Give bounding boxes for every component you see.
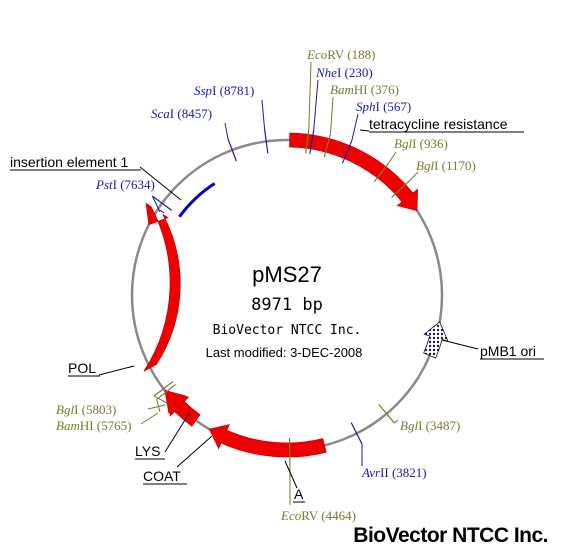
coat-leader bbox=[176, 435, 213, 468]
a-label: A bbox=[294, 486, 304, 502]
site-sphi-567: SphI (567) bbox=[356, 99, 411, 114]
pol-arrow bbox=[143, 202, 181, 372]
site-bgli-936: BglI (936) bbox=[394, 136, 448, 151]
tick-ecorv-188 bbox=[305, 129, 310, 154]
tetracycline-arrow bbox=[289, 132, 419, 212]
pol-label: POL bbox=[68, 360, 96, 376]
company-watermark: BioVector NTCC Inc. bbox=[353, 524, 548, 547]
site-psti-7634: PstI (7634) bbox=[95, 177, 155, 192]
tetracycline-label: tetracycline resistance bbox=[369, 116, 508, 132]
tick-nhei-230 bbox=[309, 130, 315, 154]
tick-bgli-5803 bbox=[153, 380, 174, 397]
tick-scai-8457 bbox=[227, 138, 238, 162]
tick-sphi-567-leader bbox=[351, 113, 359, 142]
tick-nhei-230-leader bbox=[313, 79, 319, 131]
site-sspi-8781: SspI (8781) bbox=[194, 83, 254, 98]
tick-bamhi-376-leader bbox=[330, 96, 334, 134]
site-bamhi-5765: BamHI (5765) bbox=[56, 418, 131, 433]
plasmid-size: 8971 bp bbox=[251, 295, 323, 315]
tick-bgli-936-leader bbox=[388, 151, 397, 163]
company-name: BioVector NTCC Inc. bbox=[213, 323, 362, 338]
lys-label: LYS bbox=[135, 443, 160, 459]
tick-bgli-3487-leader bbox=[394, 419, 399, 424]
pol-leader bbox=[98, 365, 135, 376]
bamhi5765-leader bbox=[140, 412, 159, 425]
tick-psti-7634 bbox=[152, 195, 173, 211]
site-bgli-5803: BglI (5803) bbox=[56, 402, 116, 417]
site-ecorv-4464: EcoRV (4464) bbox=[280, 508, 356, 523]
insertion-label: insertion element 1 bbox=[10, 154, 129, 170]
site-nhei-230: NheI (230) bbox=[315, 65, 373, 80]
tick-ecorv-188-leader bbox=[308, 61, 312, 130]
insertion-element-arc bbox=[178, 182, 216, 218]
site-scai-8457: ScaI (8457) bbox=[151, 106, 212, 121]
lys-leader bbox=[164, 411, 191, 453]
tick-avrii-3821 bbox=[350, 422, 363, 445]
pmb1-ori-arrow bbox=[423, 321, 449, 359]
a-leader bbox=[284, 460, 298, 489]
tick-bamhi-5765-leader bbox=[156, 399, 161, 413]
lys-arrow bbox=[164, 389, 187, 414]
last-modified: Last modified: 3-DEC-2008 bbox=[206, 345, 363, 360]
tick-bgli-936 bbox=[373, 162, 390, 183]
site-bgli-3487: BglI (3487) bbox=[400, 418, 460, 433]
pst-leader bbox=[159, 209, 165, 214]
tick-psti-7634-leader bbox=[151, 195, 161, 213]
tet-leader bbox=[359, 129, 370, 132]
tick-bgli-3487 bbox=[378, 404, 395, 424]
feature-arcs bbox=[143, 132, 449, 458]
site-ticks bbox=[151, 61, 419, 506]
pmb1-label: pMB1 ori bbox=[480, 343, 536, 359]
pmb1-leader bbox=[441, 339, 479, 350]
tick-scai-8457-leader bbox=[224, 122, 229, 139]
plasmid-name: pMS27 bbox=[252, 262, 322, 287]
a-gene-arrow bbox=[208, 424, 327, 458]
tick-bgli-5803-leader bbox=[153, 395, 168, 404]
tick-bamhi-5765 bbox=[156, 383, 176, 400]
tick-bgli-1170 bbox=[391, 180, 410, 198]
insertion-leader bbox=[139, 166, 182, 201]
site-bamhi-376: BamHI (376) bbox=[330, 82, 399, 97]
tick-sphi-567 bbox=[341, 140, 353, 164]
tick-bamhi-376 bbox=[323, 133, 332, 158]
site-ecorv-188: EcoRV (188) bbox=[306, 47, 375, 62]
bgl5803-leader bbox=[147, 404, 166, 410]
tick-sspi-8781 bbox=[264, 129, 269, 154]
site-avrii-3821: AvrII (3821) bbox=[361, 465, 427, 480]
tick-sspi-8781-leader bbox=[261, 99, 266, 130]
coat-label: COAT bbox=[143, 468, 181, 484]
tick-bgli-1170-leader bbox=[408, 171, 419, 182]
site-bgli-1170: BglI (1170) bbox=[416, 158, 476, 173]
